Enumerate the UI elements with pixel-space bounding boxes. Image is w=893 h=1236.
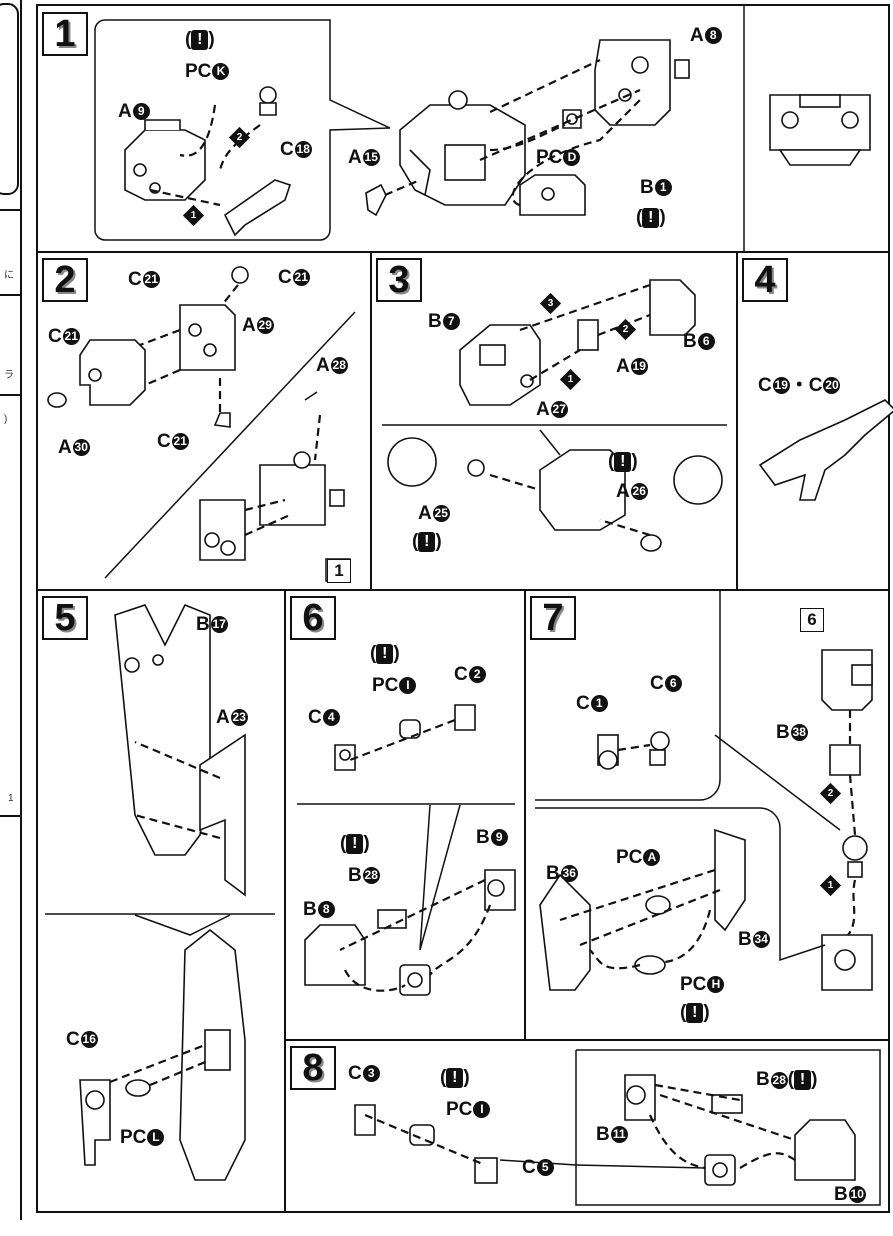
warning-a26: (!) xyxy=(608,451,638,473)
step-7-number: 7 xyxy=(530,596,576,640)
step-4-number: 4 xyxy=(742,258,788,302)
warning-a25: (!) xyxy=(412,531,442,553)
edge-text-c: ) xyxy=(4,414,8,425)
sequence-1-marker-c: 1 xyxy=(819,874,842,897)
edge-text-b: ラ xyxy=(4,370,14,381)
warning-pck: (!) xyxy=(185,29,215,51)
step-ref-1: 1 xyxy=(327,559,351,583)
sequence-3-marker: 3 xyxy=(539,292,562,315)
warning-b28: (!) xyxy=(340,833,370,855)
warning-pci: (!) xyxy=(370,643,400,665)
step-8-number: 8 xyxy=(290,1046,336,1090)
warning-pch: (!) xyxy=(680,1002,710,1024)
step-ref-6: 6 xyxy=(800,608,824,632)
sequence-2-marker: 2 xyxy=(228,126,251,149)
step-3-number: 3 xyxy=(376,258,422,302)
warning-b1: (!) xyxy=(636,207,666,229)
edge-text-a: に xyxy=(4,270,14,281)
step-5-number: 5 xyxy=(42,596,88,640)
step-2-number: 2 xyxy=(42,258,88,302)
sequence-2-marker-b: 2 xyxy=(614,318,637,341)
sequence-1-marker: 1 xyxy=(182,204,205,227)
step-1-number: 1 xyxy=(42,12,88,56)
sequence-2-marker-c: 2 xyxy=(819,782,842,805)
sequence-1-marker-b: 1 xyxy=(559,368,582,391)
step-6-number: 6 xyxy=(290,596,336,640)
warning-pci-8: (!) xyxy=(440,1067,470,1089)
edge-text-d: 1 xyxy=(8,793,14,804)
